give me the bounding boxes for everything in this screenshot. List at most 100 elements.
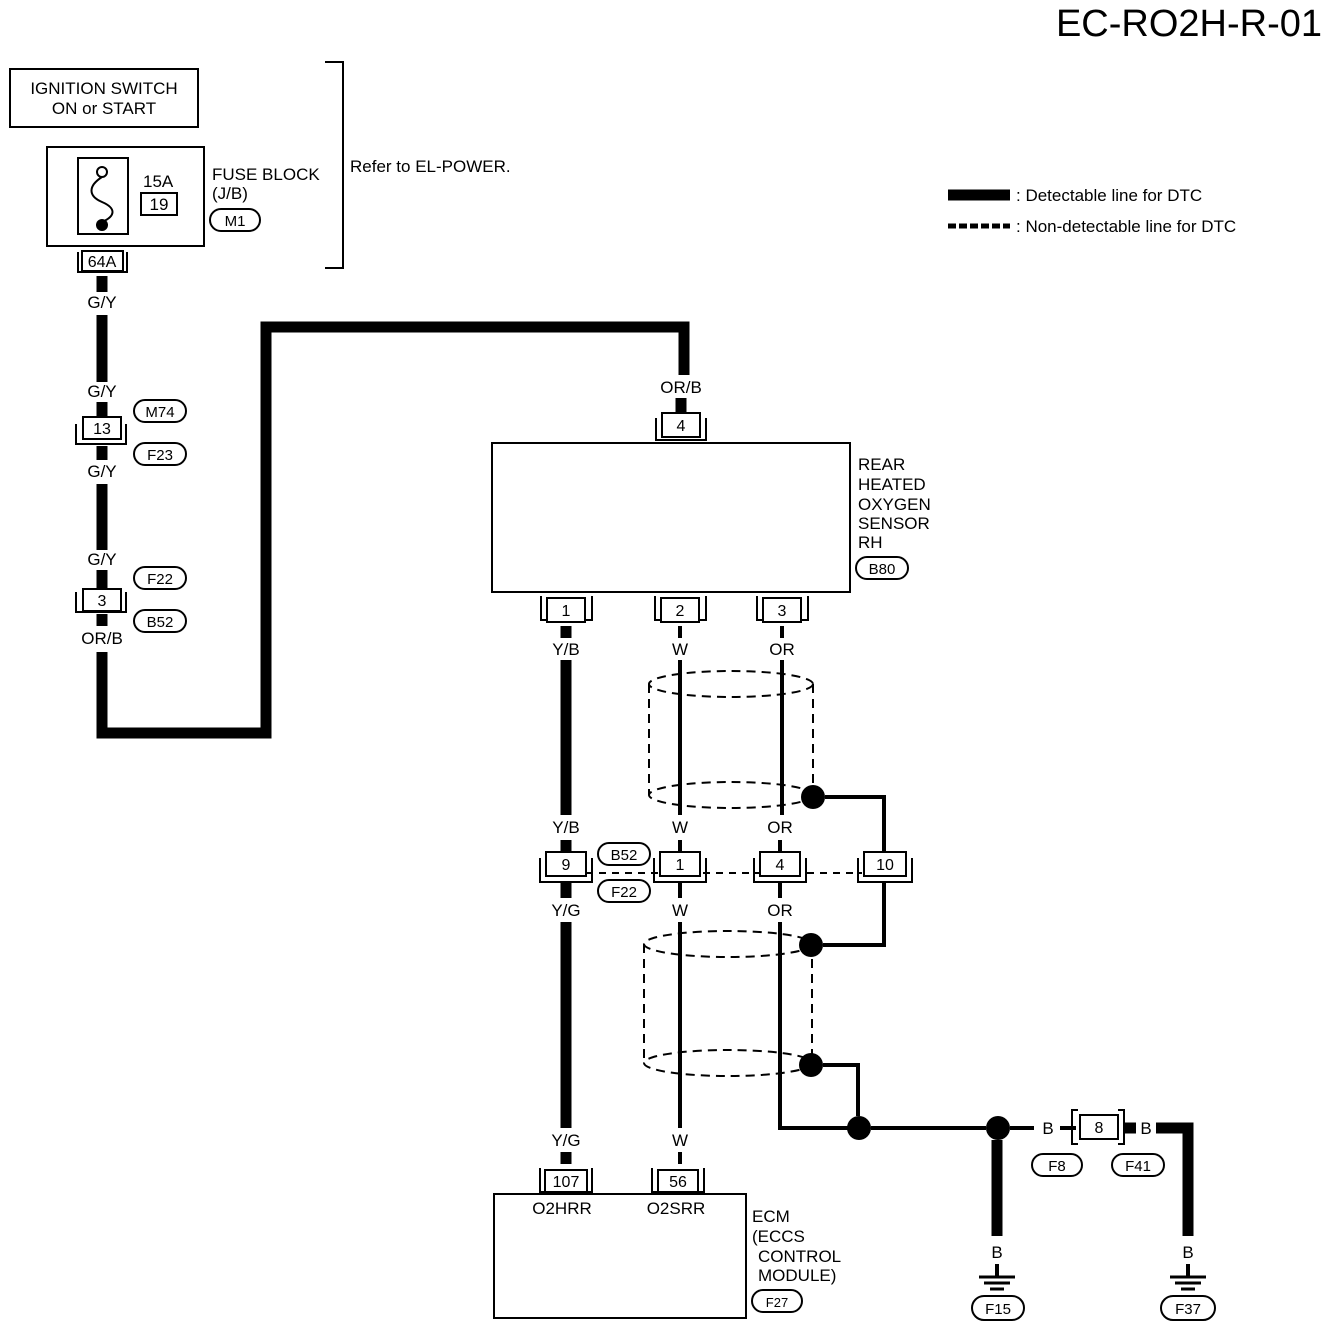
ground-code-f8: F8 (1048, 1158, 1066, 1175)
connector-m74-badge (133, 399, 187, 423)
sensor-name-3: OXYGEN (858, 495, 931, 514)
connector-f23-code: F23 (147, 447, 173, 464)
ecm-pin-107-box (544, 1169, 588, 1193)
connector-3-pin: 3 (98, 593, 107, 610)
ignition-switch: IGNITION SWITCH ON or START (9, 68, 199, 128)
connector-b52-badge (133, 609, 187, 633)
mid-pin-1-box (659, 851, 701, 877)
ecm-name-1: ECM (752, 1207, 790, 1226)
mid-pin-1: 1 (676, 857, 685, 874)
fuse-block-code-badge (209, 208, 261, 232)
ground-wire-right-run (1156, 1122, 1194, 1236)
ecm-box (493, 1193, 747, 1319)
sensor-wire-w: W (672, 640, 688, 659)
sensor-wire-yb: Y/B (552, 640, 579, 659)
sensor-pin-4-box (661, 412, 701, 438)
fuse-block-code: M1 (225, 213, 246, 230)
ecm-wire-yg: Y/G (551, 1131, 580, 1150)
ground-drop-left-label: B (991, 1243, 1002, 1262)
fuse-connector-pin: 64A (88, 254, 117, 271)
mid-connector: 9 B52 F22 1 4 10 Y/G W OR (539, 842, 913, 947)
ecm: 107 56 O2HRR O2SRR ECM (ECCS CONTROL MOD… (493, 1168, 841, 1319)
mid-pin-4-box (759, 851, 801, 877)
sensor-pin-4-bracket (655, 418, 707, 441)
shield-1-drain-junction (801, 785, 825, 809)
sensor-wire-or: OR (769, 640, 795, 659)
sensor-pin-1: 1 (562, 603, 571, 620)
connector-3-box (82, 588, 122, 612)
ignition-switch-box (9, 68, 199, 128)
connector-13-pin: 13 (93, 421, 111, 438)
ground-connector-box (1079, 1114, 1119, 1140)
sensor-name-2: HEATED (858, 475, 926, 494)
shield-2-ground-wire (823, 1063, 860, 1116)
wire-orb-label-left: OR/B (81, 629, 123, 648)
rear-heated-oxygen-sensor: OR/B 4 REAR HEATED OXYGEN SENSOR RH B80 … (491, 378, 931, 659)
mid-wire-above-or: OR (767, 818, 793, 837)
sensor-name-1: REAR (858, 455, 905, 474)
ground-drop-right-label: B (1182, 1243, 1193, 1262)
legend-non-detectable-label: : Non-detectable line for DTC (1016, 217, 1236, 236)
sensor-code: B80 (869, 561, 896, 578)
fuse-block: 15A 19 FUSE BLOCK (J/B) M1 64A (46, 146, 320, 273)
mid-wire-above-yb: Y/B (552, 818, 579, 837)
wire-gy-label-4: G/Y (87, 550, 116, 569)
sensor-signal-wires: Y/B W OR (552, 660, 886, 853)
ecm-pin-56-box (657, 1169, 699, 1193)
shield-1-top (648, 670, 814, 698)
connector-f22-code: F22 (147, 571, 173, 588)
ignition-switch-label: IGNITION SWITCH (30, 79, 177, 98)
ground-f15-badge (971, 1295, 1025, 1321)
fuse-rating: 15A (143, 172, 174, 191)
mid-pin-9: 9 (562, 857, 571, 874)
mid-wire-below-yg: Y/G (551, 901, 580, 920)
sensor-pin-2: 2 (676, 603, 685, 620)
wire-orb-run (96, 321, 690, 739)
ground-connector-pin: 8 (1095, 1120, 1104, 1137)
fuse-terminal-top (96, 166, 108, 178)
ground-junction-2 (986, 1116, 1010, 1140)
legend-detectable-label: : Detectable line for DTC (1016, 186, 1202, 205)
refer-label: Refer to EL-POWER. (350, 157, 511, 176)
ground-left-icon (979, 1264, 1015, 1291)
ecm-code: F27 (766, 1295, 788, 1310)
ecm-name-3: CONTROL (758, 1247, 841, 1266)
wire-gy-label-2: G/Y (87, 382, 116, 401)
ecm-name-4: MODULE) (758, 1266, 836, 1285)
fuse-block-box (46, 146, 205, 247)
mid-code-b52-badge (597, 842, 651, 866)
ecm-code-badge (751, 1289, 803, 1313)
wire-gy-label-3: G/Y (87, 462, 116, 481)
wire-gy-label-1: G/Y (87, 293, 116, 312)
connector-13-box (82, 416, 122, 440)
ecm-signal-wires: Y/G W (551, 922, 986, 1164)
mid-wire-below-or: OR (767, 901, 793, 920)
mid-pin-10: 10 (876, 857, 894, 874)
ground-junction-1 (847, 1116, 871, 1140)
ecm-pin-107: 107 (553, 1174, 580, 1191)
sensor-pin-3-box (762, 597, 802, 623)
fuse-block-label: FUSE BLOCK (212, 165, 320, 184)
sensor-pin-2-box (660, 597, 700, 623)
fuse-icon (90, 176, 114, 223)
mid-pin-9-box (545, 851, 587, 877)
ground-code-f8-badge (1031, 1153, 1083, 1177)
sensor-pin-1-box (546, 597, 586, 623)
ground-code-f41: F41 (1125, 1158, 1151, 1175)
sensor-pin-4: 4 (677, 418, 686, 435)
connector-13-bracket (75, 424, 127, 445)
connector-f22-badge (133, 566, 187, 590)
mid-wire-above-w: W (672, 818, 688, 837)
mid-pin-4: 4 (776, 857, 785, 874)
ground-wire-right-label: B (1140, 1119, 1151, 1138)
ecm-wire-w: W (672, 1131, 688, 1150)
sensor-box (491, 442, 851, 593)
ecm-pin-name-o2hrr: O2HRR (532, 1199, 592, 1218)
fuse-connector-box (81, 250, 124, 272)
fuse-terminal-bottom (96, 219, 108, 231)
fuse-number-box (140, 192, 178, 216)
ecm-pin-56: 56 (669, 1174, 687, 1191)
connector-b52-code: B52 (147, 614, 174, 631)
sensor-name-5: RH (858, 533, 883, 552)
